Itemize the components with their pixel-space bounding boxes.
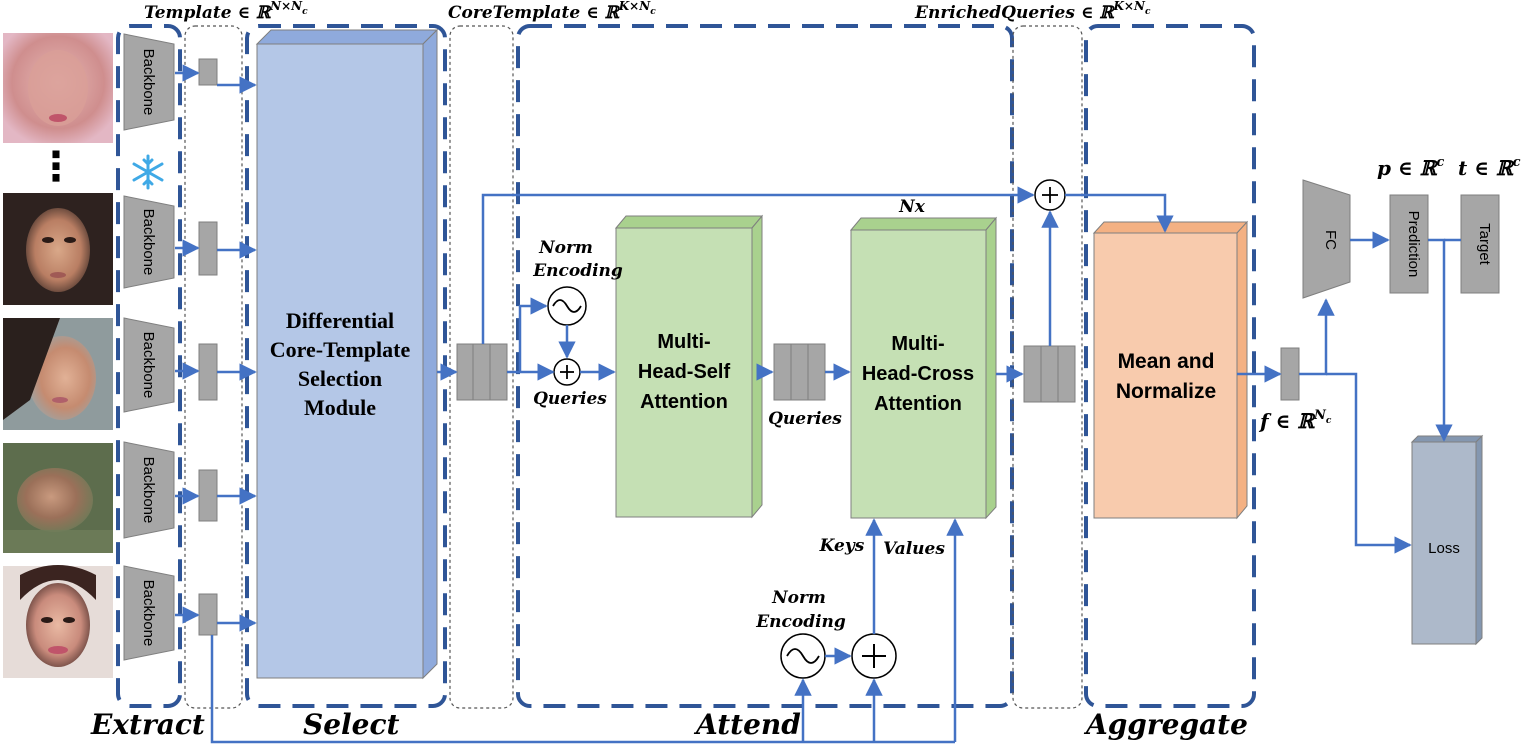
stage-attend: Attend (693, 708, 801, 741)
loss-block: Loss (1410, 434, 1484, 646)
enriched-queries-header: EnrichedQueries ∈ ℝK×Nc (914, 0, 1151, 23)
backbone-2: Backbone (123, 195, 175, 289)
backbone-5: Backbone (123, 565, 175, 661)
svg-text:Prediction: Prediction (1405, 211, 1422, 278)
core-template-container (449, 25, 514, 709)
svg-text:Selection: Selection (298, 366, 382, 391)
face-thumbnail-5 (3, 565, 113, 678)
template-container (184, 25, 243, 709)
sine-wave-icon-2 (780, 633, 826, 679)
sine-wave-icon-1 (547, 286, 587, 326)
enriched-queries-container (1012, 25, 1083, 709)
face-thumbnail-1 (3, 33, 113, 143)
svg-text:Multi-: Multi- (891, 333, 944, 355)
norm-encoding-label-1: Norm (538, 238, 593, 258)
stage-select: Select (303, 708, 400, 741)
svg-text:Backbone: Backbone (140, 580, 157, 647)
query-features (773, 343, 826, 401)
norm-encoding-label-2b: Encoding (755, 612, 846, 632)
snowflake-icon (132, 154, 164, 190)
prediction-block: Prediction (1389, 194, 1429, 294)
svg-text:Backbone: Backbone (140, 49, 157, 116)
template-feature-5 (198, 593, 218, 636)
backbone-3: Backbone (123, 317, 175, 413)
template-feature-4 (198, 469, 218, 522)
enriched-query-features (1023, 345, 1076, 403)
svg-text:Target: Target (1476, 223, 1493, 266)
queries-label-2: Queries (768, 409, 842, 429)
nx-label: Nx (898, 197, 926, 217)
svg-text:Attention: Attention (640, 391, 728, 413)
stage-aggregate: Aggregate (1083, 708, 1248, 741)
svg-text:Loss: Loss (1428, 540, 1460, 557)
stage-extract: Extract (90, 708, 205, 741)
multi-head-self-attention-block: Multi- Head-Self Attention (614, 214, 764, 519)
target-block: Target (1460, 194, 1500, 294)
svg-text:Normalize: Normalize (1116, 380, 1216, 403)
add-icon-keys (851, 633, 897, 679)
svg-text:Backbone: Backbone (140, 209, 157, 276)
norm-encoding-label-2: Norm (771, 588, 826, 608)
f-feature-vector (1280, 347, 1300, 401)
backbone-1: Backbone (123, 33, 175, 131)
mean-normalize-block: Mean and Normalize (1092, 220, 1249, 520)
template-feature-3 (198, 343, 218, 401)
norm-encoding-label-1b: Encoding (532, 261, 623, 281)
face-thumbnail-4 (3, 443, 113, 553)
template-feature-2 (198, 221, 218, 276)
t-label: t ∈ ℝc (1458, 155, 1521, 180)
svg-text:Backbone: Backbone (140, 457, 157, 524)
svg-text:Head-Self: Head-Self (638, 361, 731, 383)
face-thumbnail-3 (3, 318, 113, 430)
p-label: p ∈ ℝc (1377, 155, 1444, 180)
ellipsis-vertical: ⋮ (36, 144, 76, 190)
svg-text:Core-Template: Core-Template (270, 337, 411, 362)
svg-text:Attention: Attention (874, 393, 962, 415)
add-icon-queries (553, 358, 581, 386)
svg-text:Mean and: Mean and (1118, 350, 1215, 373)
keys-label: Keys (819, 536, 865, 556)
template-feature-1 (198, 58, 218, 86)
svg-text:Differential: Differential (286, 308, 394, 333)
connection-arrows (175, 64, 1461, 744)
fc-layer: FC (1302, 179, 1351, 299)
extract-stage-border (116, 24, 182, 708)
template-header: Template ∈ ℝN×Nc (144, 0, 308, 23)
aggregate-stage-border (1084, 24, 1256, 708)
core-template-selection-module: Differential Core-Template Selection Mod… (255, 28, 439, 680)
face-thumbnail-2 (3, 193, 113, 305)
queries-label-1: Queries (533, 389, 607, 409)
add-icon-residual (1034, 179, 1066, 211)
svg-text:Head-Cross: Head-Cross (862, 363, 974, 385)
f-label: f ∈ ℝNc (1258, 408, 1332, 433)
core-template-features (456, 343, 508, 401)
backbone-4: Backbone (123, 441, 175, 539)
svg-text:FC: FC (1322, 230, 1339, 250)
svg-text:Multi-: Multi- (657, 331, 710, 353)
svg-text:Module: Module (304, 395, 376, 420)
core-template-header: CoreTemplate ∈ ℝK×Nc (448, 0, 656, 23)
svg-text:Backbone: Backbone (140, 332, 157, 399)
multi-head-cross-attention-block: Multi- Head-Cross Attention (849, 216, 998, 520)
values-label: Values (883, 539, 945, 559)
